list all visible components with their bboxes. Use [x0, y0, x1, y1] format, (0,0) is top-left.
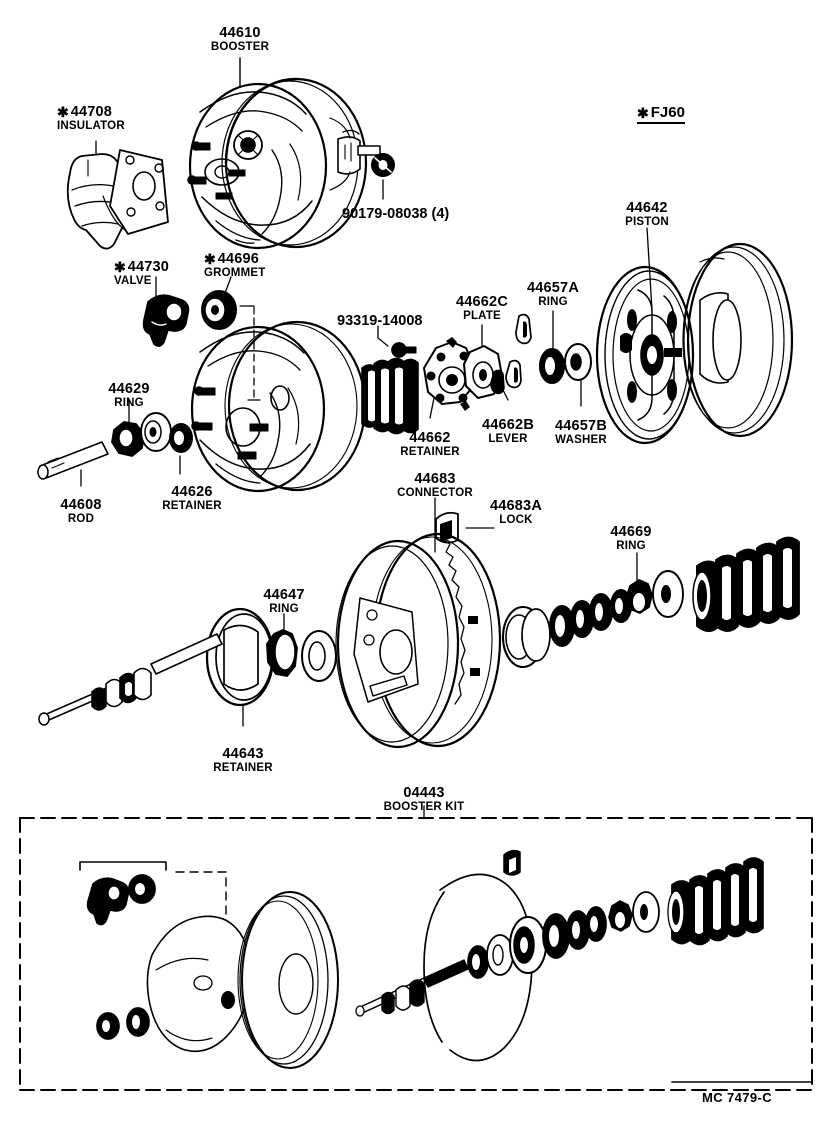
- part-name: RING: [269, 602, 299, 615]
- part-name: CONNECTOR: [397, 486, 473, 499]
- part-number: 44696: [217, 251, 260, 267]
- part-name: RING: [114, 396, 144, 409]
- part-name: PISTON: [625, 215, 669, 228]
- booster-kit-box: [19, 805, 813, 1091]
- seal-small-row3: [301, 630, 337, 682]
- part-name: RING: [616, 539, 646, 552]
- valve-rod-row3: [38, 633, 223, 726]
- part-name: LEVER: [488, 432, 528, 445]
- part-name: RETAINER: [162, 499, 222, 512]
- part-number: 44669: [610, 524, 652, 540]
- kit-contents: [79, 849, 764, 1069]
- bellows-stack: [361, 357, 419, 435]
- seal-stack: [501, 589, 632, 669]
- boot-bellows: [652, 536, 800, 632]
- valve-part: [142, 276, 190, 347]
- variant-note-label: FJ60: [650, 104, 685, 121]
- screw-93319: [377, 325, 417, 358]
- retainer-44643-part: [205, 607, 275, 727]
- grommet-part: [201, 276, 261, 401]
- insulator-part: [66, 140, 169, 250]
- part-label-screw-93319: 93319-14008: [337, 313, 423, 329]
- part-number: 44730: [127, 259, 170, 275]
- part-name: BOOSTER: [210, 40, 270, 53]
- part-number: 44608: [60, 497, 102, 513]
- ring-44657a-part: [538, 310, 566, 385]
- washer-44657b-part: [564, 343, 592, 407]
- asterisk-icon: ✱: [57, 104, 69, 120]
- part-number: 04443: [403, 785, 445, 801]
- part-number: 44662C: [456, 294, 508, 310]
- part-number: 44647: [263, 587, 305, 603]
- variant-note-fj60: ✱FJ60: [637, 104, 685, 124]
- ring-44647-part: [266, 613, 298, 677]
- part-name: INSULATOR: [57, 120, 125, 132]
- booster-body: [190, 320, 367, 493]
- part-number: 44683: [414, 471, 456, 487]
- nut-90179: [371, 153, 395, 200]
- part-name: RETAINER: [213, 761, 273, 774]
- part-number: 44657B: [555, 418, 607, 434]
- part-name: WASHER: [555, 433, 607, 446]
- sheet-code: MC 7479-C: [702, 1090, 773, 1105]
- asterisk-icon: ✱: [637, 105, 649, 121]
- asterisk-icon: ✱: [114, 259, 126, 275]
- part-number: 44643: [222, 746, 264, 762]
- lever-44662b-part: [490, 313, 532, 401]
- part-name: ROD: [67, 512, 95, 525]
- asterisk-icon: ✱: [204, 251, 216, 267]
- part-name: RETAINER: [400, 445, 460, 458]
- part-number: 44626: [171, 484, 213, 500]
- ring-44669-part: [625, 552, 653, 614]
- booster-top-assembly: [187, 57, 381, 250]
- front-shell: [335, 532, 502, 749]
- part-number: 44657A: [527, 280, 579, 296]
- part-name: PLATE: [463, 309, 501, 322]
- part-label-bolt-90179: 90179-08038 (4): [342, 206, 450, 222]
- part-name: GROMMET: [204, 267, 266, 279]
- part-name: LOCK: [499, 513, 533, 526]
- part-number: 44610: [219, 25, 261, 41]
- part-number: 44662: [409, 430, 451, 446]
- part-name: RING: [538, 295, 568, 308]
- rod-assembly: [37, 399, 193, 487]
- part-number: 44642: [626, 200, 668, 216]
- part-name: BOOSTER KIT: [383, 800, 465, 813]
- part-number: 44662B: [482, 417, 534, 433]
- part-number: 44708: [70, 104, 113, 120]
- part-number: 44683A: [490, 498, 542, 514]
- piston-44642-part: [595, 227, 794, 445]
- part-number: 44629: [108, 381, 150, 397]
- part-name: VALVE: [114, 275, 152, 287]
